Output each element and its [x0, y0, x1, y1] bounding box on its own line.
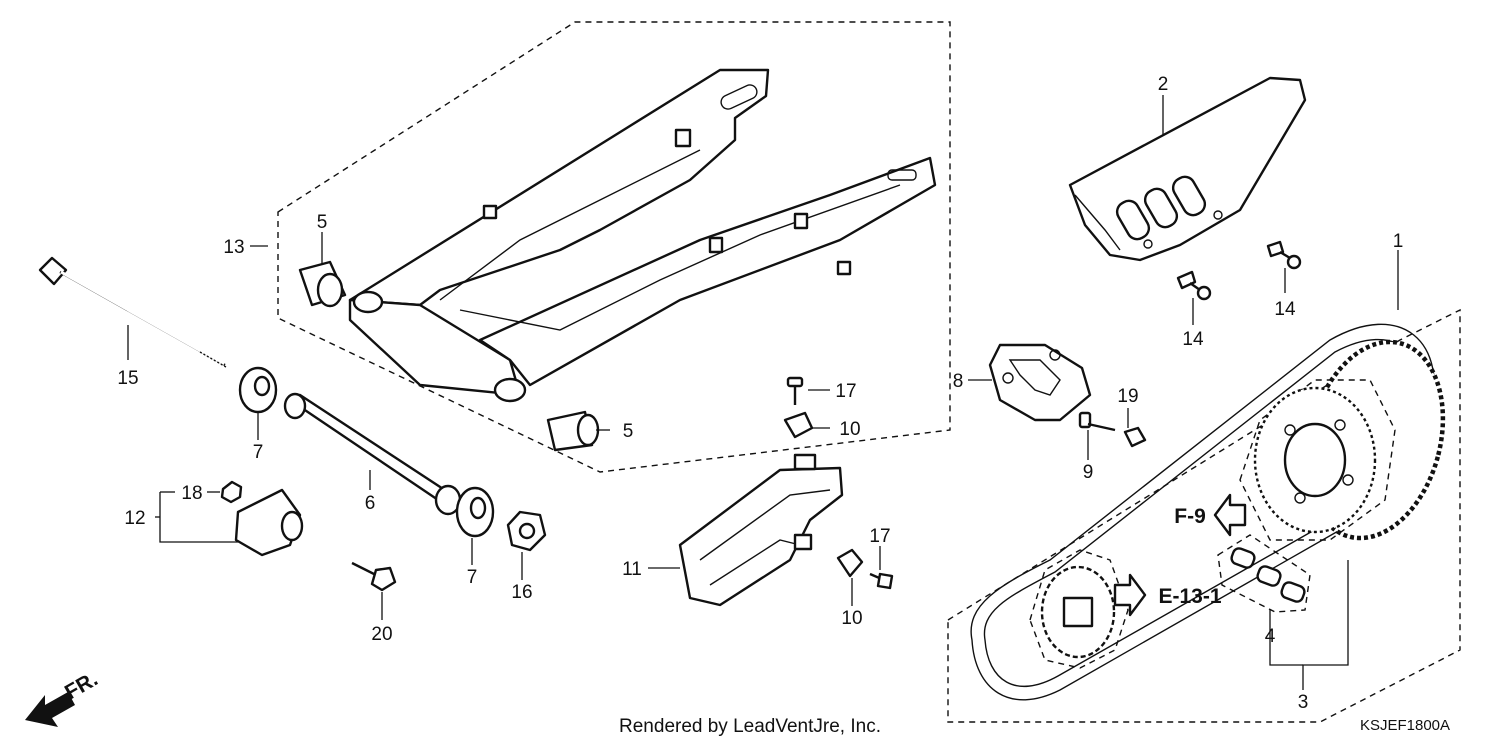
- callout-10-lower: 10: [841, 608, 862, 629]
- callout-5-upper: 5: [317, 212, 328, 233]
- callout-8: 8: [953, 371, 964, 392]
- callout-13: 13: [223, 237, 244, 258]
- nut-18: [220, 480, 243, 504]
- stopper-plate: [234, 488, 304, 557]
- callout-10-upper: 10: [839, 419, 860, 440]
- callout-9: 9: [1083, 462, 1094, 483]
- callout-14-left: 14: [1182, 329, 1204, 350]
- chain-guide-plate: [988, 343, 1092, 422]
- callout-17-lower: 17: [869, 526, 890, 547]
- f9-arrow: [1213, 493, 1247, 537]
- callout-7-upper: 7: [253, 442, 264, 463]
- callout-18: 18: [181, 483, 202, 504]
- swingarm-frame: [277, 21, 951, 473]
- callout-20: 20: [371, 624, 392, 645]
- bolt-17-lower: [869, 572, 894, 590]
- bushing-upper: [298, 260, 347, 308]
- callout-2: 2: [1158, 74, 1169, 95]
- screw-14-right: [1266, 240, 1302, 270]
- bolt-20: [351, 561, 397, 592]
- pivot-bolt: [38, 256, 227, 368]
- washer-19: [1123, 426, 1147, 448]
- callout-14-right: 14: [1274, 299, 1296, 320]
- bushing-lower: [546, 410, 600, 452]
- callout-19: 19: [1117, 386, 1138, 407]
- chain-slider: [678, 453, 844, 607]
- callout-11: 11: [622, 559, 642, 580]
- callout-6: 6: [365, 493, 376, 514]
- callout-5-lower: 5: [623, 421, 634, 442]
- chain-frame: [947, 308, 1461, 723]
- e131-arrow: [1113, 573, 1147, 617]
- swingarm: [348, 68, 937, 403]
- callout-15: 15: [117, 368, 138, 389]
- credit-text: Rendered by LeadVentJre, Inc.: [619, 716, 881, 737]
- callout-3: 3: [1298, 692, 1309, 713]
- callout-1: 1: [1393, 231, 1404, 252]
- callout-12: 12: [124, 508, 145, 529]
- ref-f9: F-9: [1174, 505, 1206, 528]
- bolt-17-upper: [786, 376, 804, 405]
- driven-sprocket: [1239, 379, 1396, 541]
- collar-left: [238, 366, 278, 414]
- callout-16: 16: [511, 582, 532, 603]
- callout-7-lower: 7: [467, 567, 478, 588]
- washer-10-upper: [783, 411, 814, 439]
- diagram-code: KSJEF1800A: [1360, 717, 1450, 734]
- pivot-pipe: [283, 392, 462, 516]
- callout-17-upper: 17: [835, 381, 856, 402]
- ref-e13-1: E-13-1: [1158, 585, 1221, 608]
- washer-10-lower: [836, 548, 864, 578]
- leader-lines: [127, 95, 1399, 690]
- drive-chain-case: [1068, 76, 1307, 262]
- front-direction-arrow: [25, 692, 75, 727]
- collar-right: [455, 486, 495, 538]
- chain-joint: [1217, 534, 1311, 613]
- screw-14-left: [1176, 270, 1212, 301]
- pivot-nut: [506, 510, 547, 552]
- bolt-9: [1078, 411, 1116, 432]
- callout-4: 4: [1265, 626, 1276, 647]
- drive-sprocket: [1029, 549, 1129, 669]
